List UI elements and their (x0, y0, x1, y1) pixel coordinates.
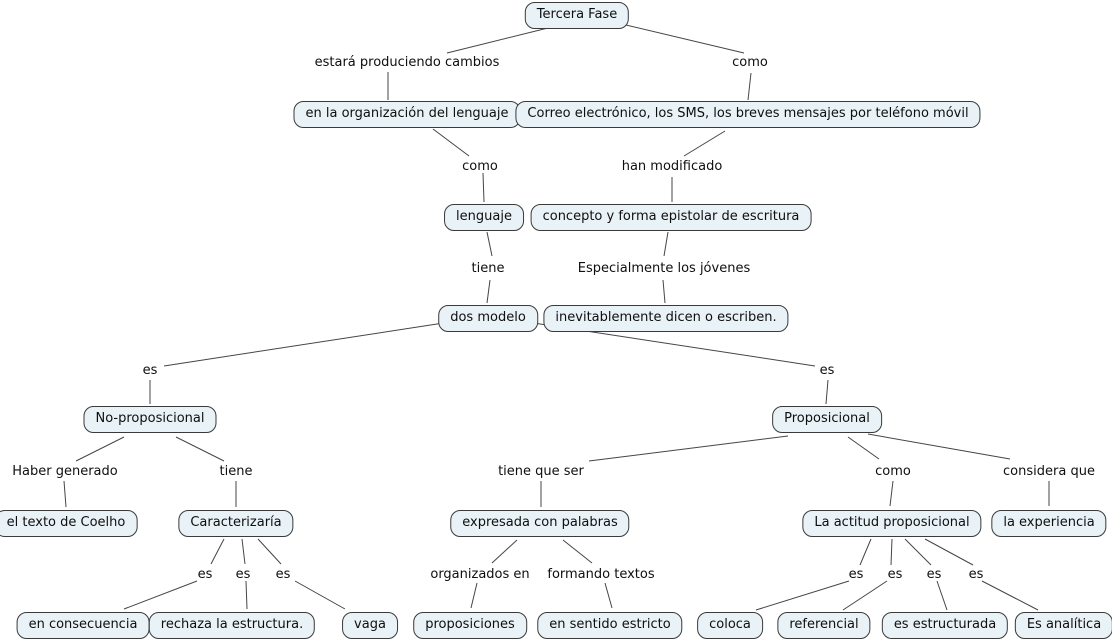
connector-line (663, 231, 669, 257)
connector-line (625, 24, 745, 54)
concept-node-rechaza-estructura[interactable]: rechaza la estructura. (148, 612, 316, 639)
link-label-como-1: como (732, 55, 768, 70)
link-label-tiene-que-ser: tiene que ser (498, 464, 584, 479)
connector-line (755, 580, 850, 611)
concept-node-referencial[interactable]: referencial (777, 612, 871, 639)
connector-line (75, 436, 125, 462)
link-label-es-c: es (275, 567, 291, 582)
connector-line (842, 580, 888, 611)
concept-node-caracterizaria[interactable]: Caracterizaría (178, 510, 294, 537)
concept-node-lenguaje[interactable]: lenguaje (444, 204, 524, 231)
connector-line (662, 279, 666, 304)
connector-line (482, 172, 485, 203)
connector-line (446, 26, 553, 54)
link-label-tiene-1: tiene (471, 261, 505, 276)
connector-line (257, 538, 282, 565)
link-label-considera-que: considera que (1003, 464, 1095, 479)
concept-node-actitud-proposicional[interactable]: La actitud proposicional (802, 510, 982, 537)
connector-line (470, 582, 478, 609)
link-label-organizados-en: organizados en (430, 567, 530, 582)
connector-line (847, 436, 880, 460)
concept-node-proposicional[interactable]: Proposicional (772, 406, 882, 433)
connector-line (859, 538, 872, 566)
connector-line (63, 480, 67, 508)
connector-line (890, 538, 893, 566)
link-label-tiene-2: tiene (219, 464, 253, 479)
concept-node-inevitablemente[interactable]: inevitablemente dicen o escriben. (543, 305, 789, 332)
link-label-han-modificado: han modificado (621, 159, 723, 174)
link-label-es-a: es (197, 567, 213, 582)
connector-line (604, 582, 613, 609)
concept-node-es-estructurada[interactable]: es estructurada (881, 612, 1009, 639)
link-label-haber-generado: Haber generado (12, 464, 118, 479)
concept-node-tercera-fase[interactable]: Tercera Fase (524, 2, 630, 29)
connector-line (241, 538, 246, 565)
link-label-es-b: es (235, 567, 251, 582)
link-label-es-d: es (848, 567, 864, 582)
connector-line (904, 538, 932, 566)
connector-line (867, 433, 1011, 460)
concept-node-en-consecuencia[interactable]: en consecuencia (16, 612, 150, 639)
link-label-como-3: como (875, 464, 911, 479)
connector-line (889, 480, 894, 507)
concept-node-texto-coelho[interactable]: el texto de Coelho (0, 510, 138, 537)
concept-node-dos-modelo[interactable]: dos modelo (438, 305, 538, 332)
connector-line (825, 379, 829, 405)
connector-line (486, 279, 491, 304)
concept-node-es-analitica[interactable]: Es analítica (1014, 612, 1112, 639)
concept-node-coloca[interactable]: coloca (697, 612, 763, 639)
connector-line (588, 435, 789, 462)
link-label-estara-produciendo-cambios: estará produciendo cambios (314, 55, 500, 70)
concept-node-expresada-palabras[interactable]: expresada con palabras (450, 510, 630, 537)
link-label-formando-textos: formando textos (547, 567, 655, 582)
connector-line (486, 231, 493, 257)
concept-node-concepto-epistolar[interactable]: concepto y forma epistolar de escritura (530, 204, 812, 231)
connector-line (562, 539, 593, 564)
link-label-especialmente-jovenes: Especialmente los jóvenes (577, 261, 751, 276)
connector-line (981, 580, 1039, 611)
connector-line (294, 580, 346, 610)
link-label-es-right: es (819, 363, 835, 378)
connector-line (432, 128, 470, 157)
connector-line (210, 538, 225, 565)
link-label-es-g: es (968, 567, 984, 582)
concept-node-la-experiencia[interactable]: la experiencia (991, 510, 1107, 537)
connector-line (123, 580, 198, 610)
connector-line (936, 580, 948, 611)
link-label-como-2: como (462, 159, 498, 174)
concept-node-no-proposicional[interactable]: No-proposicional (83, 406, 217, 433)
concept-node-correo-sms[interactable]: Correo electrónico, los SMS, los breves … (515, 101, 981, 128)
connector-line (683, 130, 726, 157)
link-label-es-f: es (926, 567, 942, 582)
connector-line (924, 538, 974, 566)
concept-node-organizacion-lenguaje[interactable]: en la organización del lenguaje (293, 101, 521, 128)
concept-node-proposiciones[interactable]: proposiciones (413, 612, 527, 639)
connector-line (747, 72, 752, 101)
connector-line (163, 321, 451, 367)
link-label-es-left: es (142, 363, 158, 378)
connector-line (175, 436, 225, 462)
connector-line (491, 539, 518, 564)
connector-line (245, 580, 248, 610)
link-label-es-e: es (887, 567, 903, 582)
concept-node-vaga[interactable]: vaga (342, 612, 398, 639)
concept-node-sentido-estricto[interactable]: en sentido estricto (537, 612, 683, 639)
